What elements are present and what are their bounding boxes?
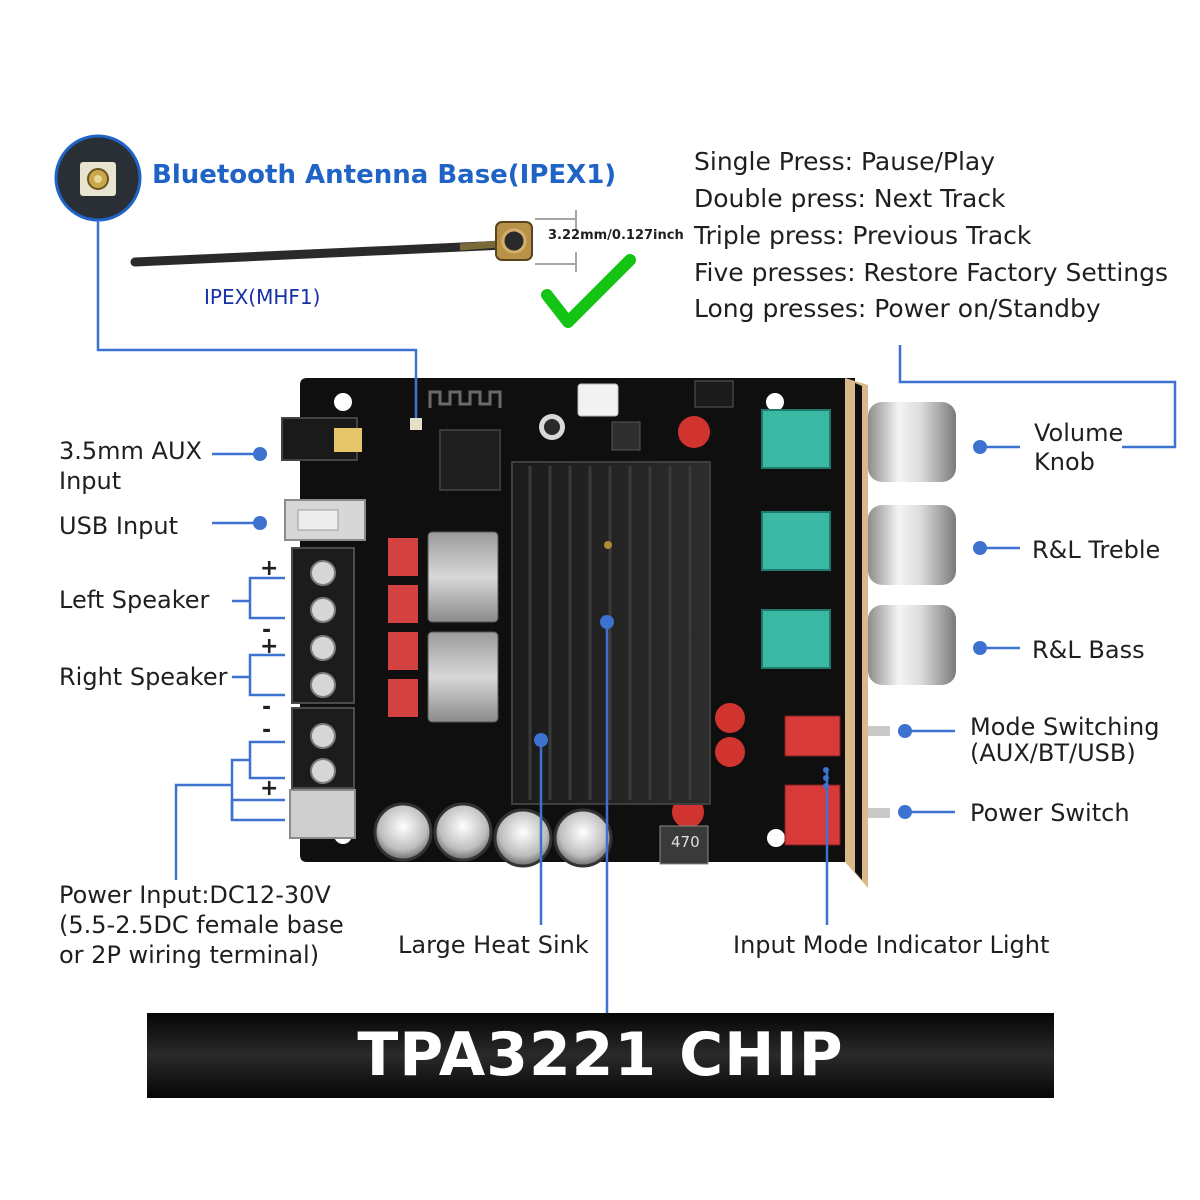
bass-label: R&L Bass: [1032, 636, 1145, 664]
power-minus: -: [262, 718, 272, 743]
indicator-light-label: Input Mode Indicator Light: [733, 931, 1050, 959]
left-speaker-plus: +: [260, 556, 279, 581]
button-function-1: Single Press: Pause/Play: [694, 147, 996, 176]
aux-input-label-line2: Input: [59, 467, 122, 495]
chip-banner-text: TPA3221 CHIP: [357, 1020, 844, 1090]
left-speaker-label: Left Speaker: [59, 586, 210, 614]
right-speaker-minus: -: [262, 695, 272, 720]
antenna-dimension-label: 3.22mm/0.127inch: [548, 228, 684, 243]
callout-dots: [253, 440, 987, 819]
antenna-cable: [130, 210, 577, 272]
button-function-5: Long presses: Power on/Standby: [694, 294, 1101, 323]
bulk-capacitors: [373, 802, 613, 868]
usb-input-label: USB Input: [59, 512, 179, 540]
power-input-label-line3: or 2P wiring terminal): [59, 941, 320, 969]
button-function-4: Five presses: Restore Factory Settings: [694, 258, 1169, 287]
right-speaker-label: Right Speaker: [59, 663, 228, 691]
mode-switching-label-line1: Mode Switching: [970, 713, 1160, 741]
heat-sink-label: Large Heat Sink: [398, 931, 589, 959]
chip-banner: TPA3221 CHIP: [147, 1013, 1054, 1098]
power-input-label-line1: Power Input:DC12-30V: [59, 881, 331, 909]
treble-label: R&L Treble: [1032, 536, 1161, 564]
callout-lines: [96, 220, 1177, 1013]
volume-knob-label-line2: Knob: [1034, 448, 1095, 476]
pcb-board: [281, 378, 956, 888]
antenna-title: Bluetooth Antenna Base(IPEX1): [152, 160, 617, 190]
button-function-2: Double press: Next Track: [694, 184, 1006, 213]
antenna-base-closeup: [54, 134, 142, 222]
inductor-marking: 470: [671, 833, 700, 851]
mode-switching-label-line2: (AUX/BT/USB): [970, 739, 1136, 767]
volume-knob-label-line1: Volume: [1034, 419, 1124, 447]
left-speaker-minus: -: [262, 618, 272, 643]
power-plus: +: [260, 776, 279, 801]
power-input-label-line2: (5.5-2.5DC female base: [59, 911, 344, 939]
aux-input-label-line1: 3.5mm AUX: [59, 437, 202, 465]
right-speaker-plus: +: [260, 634, 279, 659]
button-function-3: Triple press: Previous Track: [694, 221, 1032, 250]
power-switch-label: Power Switch: [970, 799, 1130, 827]
check-icon: [541, 254, 636, 328]
antenna-connector-label: IPEX(MHF1): [204, 285, 321, 309]
